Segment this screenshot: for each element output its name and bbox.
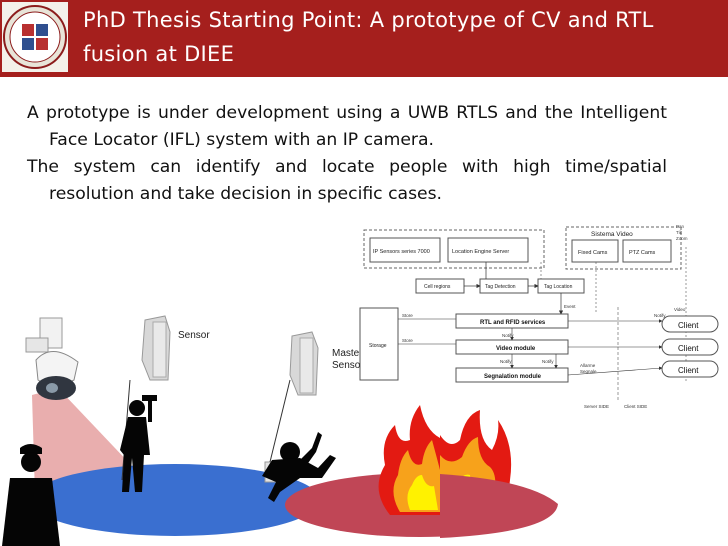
ip-sensors-label: IP Sensors series 7000 bbox=[373, 249, 430, 255]
ptz-label: Pan bbox=[676, 224, 685, 229]
video-system-label: Sistema Video bbox=[591, 231, 633, 238]
video-system-box bbox=[565, 226, 682, 270]
notify-label: Notify bbox=[502, 333, 514, 338]
cell-regions-label: Cell regions bbox=[424, 284, 451, 290]
notify-label: Notify bbox=[542, 359, 554, 364]
tag-detection-label: Tag Detection bbox=[485, 284, 516, 290]
ptz-cams-label: PTZ Cams bbox=[629, 250, 656, 256]
worker-silhouette bbox=[2, 444, 60, 546]
store-label: Store bbox=[402, 338, 413, 343]
event-label: Event bbox=[564, 304, 576, 309]
title-bar bbox=[0, 0, 728, 77]
sensor-group-box bbox=[363, 229, 545, 269]
location-engine-box bbox=[447, 237, 529, 263]
ptz-label: Zoom bbox=[676, 236, 688, 241]
master-sensor-label: Master bbox=[332, 348, 363, 359]
dome-camera-icon bbox=[25, 317, 79, 400]
storage-label: Storage bbox=[369, 343, 387, 349]
scene-illustration: Sensor Master Sensor bbox=[2, 315, 440, 546]
fallen-person-silhouette bbox=[262, 432, 336, 502]
tag-location-label: Tag Location bbox=[544, 284, 573, 290]
master-sensor-label: Sensor bbox=[332, 360, 364, 371]
person-silhouette bbox=[120, 395, 157, 492]
bullet-item: The system can identify and locate peopl… bbox=[27, 157, 667, 204]
sensor-device-icon bbox=[141, 315, 171, 381]
segnale-label: Segnale bbox=[580, 369, 597, 374]
fixed-cams-label: Fixed Cams bbox=[578, 250, 608, 256]
client-label: Client bbox=[678, 366, 699, 375]
notify-label: Notify bbox=[500, 359, 512, 364]
university-seal-logo bbox=[2, 2, 68, 72]
video-module-label: Video module bbox=[496, 346, 536, 352]
rtl-rfid-label: RTL and RFID services bbox=[480, 320, 546, 326]
store-label: Store bbox=[402, 313, 413, 318]
server-side-label: Server SIDE bbox=[584, 404, 609, 409]
client-box bbox=[661, 315, 719, 333]
slide-title: PhD Thesis Starting Point: A prototype o… bbox=[83, 8, 654, 66]
client-label: Client bbox=[678, 344, 699, 353]
notify-label: Notify bbox=[654, 313, 666, 318]
segnalation-module-label: Segnalation module bbox=[484, 374, 542, 380]
video-label: Video bbox=[674, 307, 686, 312]
red-zone bbox=[440, 474, 558, 538]
bullet-item: A prototype is under development using a… bbox=[27, 103, 667, 150]
bullet-list: A prototype is under development using a… bbox=[27, 100, 667, 208]
master-sensor-device-icon bbox=[289, 331, 319, 396]
fixed-cams-box bbox=[571, 239, 619, 263]
sensor-label: Sensor bbox=[178, 330, 210, 341]
blue-zone bbox=[30, 464, 320, 536]
architecture-diagram: Sistema Video Pan Tilt Zoom IP Sensors s… bbox=[359, 224, 719, 409]
allarme-label: Allarme bbox=[580, 363, 596, 368]
fire-icon bbox=[378, 405, 440, 515]
ptz-label: Tilt bbox=[676, 230, 683, 235]
client-box bbox=[661, 360, 719, 378]
ptz-cams-box bbox=[622, 239, 672, 263]
sensor-wire bbox=[269, 379, 291, 463]
location-engine-label: Location Engine Server bbox=[452, 249, 509, 255]
client-box bbox=[661, 338, 719, 356]
ip-sensors-box bbox=[369, 237, 441, 263]
client-label: Client bbox=[678, 321, 699, 330]
client-side-label: Client SIDE bbox=[624, 404, 647, 409]
